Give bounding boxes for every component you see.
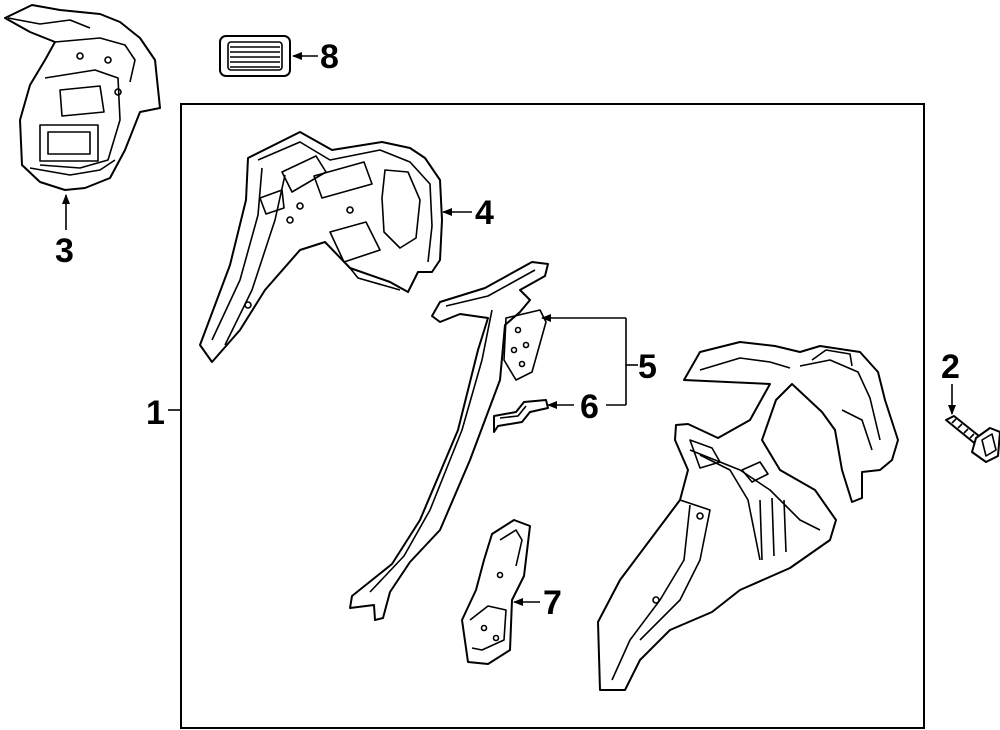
callout-7: 7: [543, 584, 562, 622]
callout-6: 6: [580, 388, 599, 426]
leader-5-6-bracket: [541, 314, 638, 409]
callout-1: 1: [146, 394, 165, 432]
part-8-plug: [219, 35, 291, 77]
callout-4: 4: [475, 194, 494, 232]
callout-8: 8: [320, 38, 339, 76]
part-2-bolt: [945, 415, 1000, 463]
quarter-inner-panel: [597, 341, 899, 691]
callout-3: 3: [55, 232, 74, 270]
callout-2: 2: [941, 348, 960, 386]
part-6-bracket: [493, 399, 549, 433]
part-4-wheelhouse-inner: [199, 131, 443, 363]
callout-5: 5: [638, 348, 657, 386]
part-7-lower-bracket: [461, 519, 531, 665]
part-5-pillar-reinforcement: [349, 261, 549, 621]
part-3-wheelhouse-outer: [4, 4, 161, 191]
assembly-frame: [180, 103, 925, 729]
